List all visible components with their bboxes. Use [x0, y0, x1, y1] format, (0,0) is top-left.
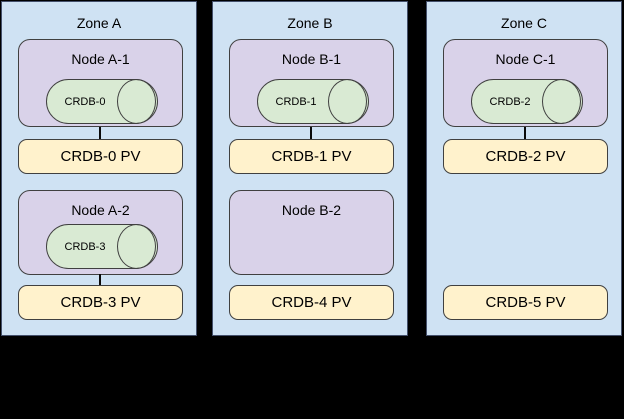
pod-label: CRDB-3 [64, 240, 106, 253]
crdb-pod-cylinder: CRDB-1 [257, 79, 369, 124]
node-b2-box-empty: Node B-2 [229, 190, 394, 275]
pv-label: CRDB-4 PV [271, 294, 352, 311]
cylinder-end-ellipse-icon [117, 79, 156, 124]
node-title: Node B-1 [281, 51, 342, 67]
pv-label: CRDB-1 PV [271, 148, 352, 165]
pod-label: CRDB-1 [275, 95, 317, 108]
pv-label: CRDB-0 PV [60, 148, 141, 165]
zone-b-panel: Zone B Node B-1 CRDB-1 CRDB-1 PV Node B-… [212, 1, 408, 336]
node-title: Node A-2 [71, 202, 130, 218]
pv-label: CRDB-2 PV [485, 148, 566, 165]
zone-title: Zone C [501, 15, 547, 31]
pv-box: CRDB-1 PV [229, 139, 394, 174]
node-b1-box: Node B-1 CRDB-1 [229, 39, 394, 127]
pod-label: CRDB-2 [489, 95, 531, 108]
node-title: Node C-1 [495, 51, 556, 67]
pv-box-unattached: CRDB-4 PV [229, 285, 394, 320]
pod-pv-connector-line [524, 127, 526, 140]
crdb-pod-cylinder: CRDB-2 [471, 79, 583, 124]
zone-a-panel: Zone A Node A-1 CRDB-0 CRDB-0 PV Node A-… [1, 1, 197, 336]
crdb-pod-cylinder: CRDB-0 [46, 79, 158, 124]
node-a1-box: Node A-1 CRDB-0 [18, 39, 183, 127]
crdb-pod-cylinder: CRDB-3 [46, 224, 158, 269]
pv-box: CRDB-2 PV [443, 139, 608, 174]
zone-c-panel: Zone C Node C-1 CRDB-2 CRDB-2 PV CRDB-5 … [426, 1, 622, 336]
pv-box-unattached: CRDB-5 PV [443, 285, 608, 320]
node-a2-box: Node A-2 CRDB-3 [18, 190, 183, 275]
node-c1-box: Node C-1 CRDB-2 [443, 39, 608, 127]
node-title: Node B-2 [281, 202, 342, 218]
cylinder-end-ellipse-icon [117, 224, 156, 269]
pod-label: CRDB-0 [64, 95, 106, 108]
zone-title: Zone A [76, 15, 122, 31]
pv-box: CRDB-0 PV [18, 139, 183, 174]
node-title: Node A-1 [71, 51, 130, 67]
cylinder-end-ellipse-icon [542, 79, 581, 124]
zone-title: Zone B [287, 15, 333, 31]
cylinder-end-ellipse-icon [328, 79, 367, 124]
pod-pv-connector-line [310, 127, 312, 140]
pv-box: CRDB-3 PV [18, 285, 183, 320]
pv-label: CRDB-5 PV [485, 294, 566, 311]
pod-pv-connector-line [99, 127, 101, 140]
pv-label: CRDB-3 PV [60, 294, 141, 311]
pod-pv-connector-line [99, 274, 101, 286]
